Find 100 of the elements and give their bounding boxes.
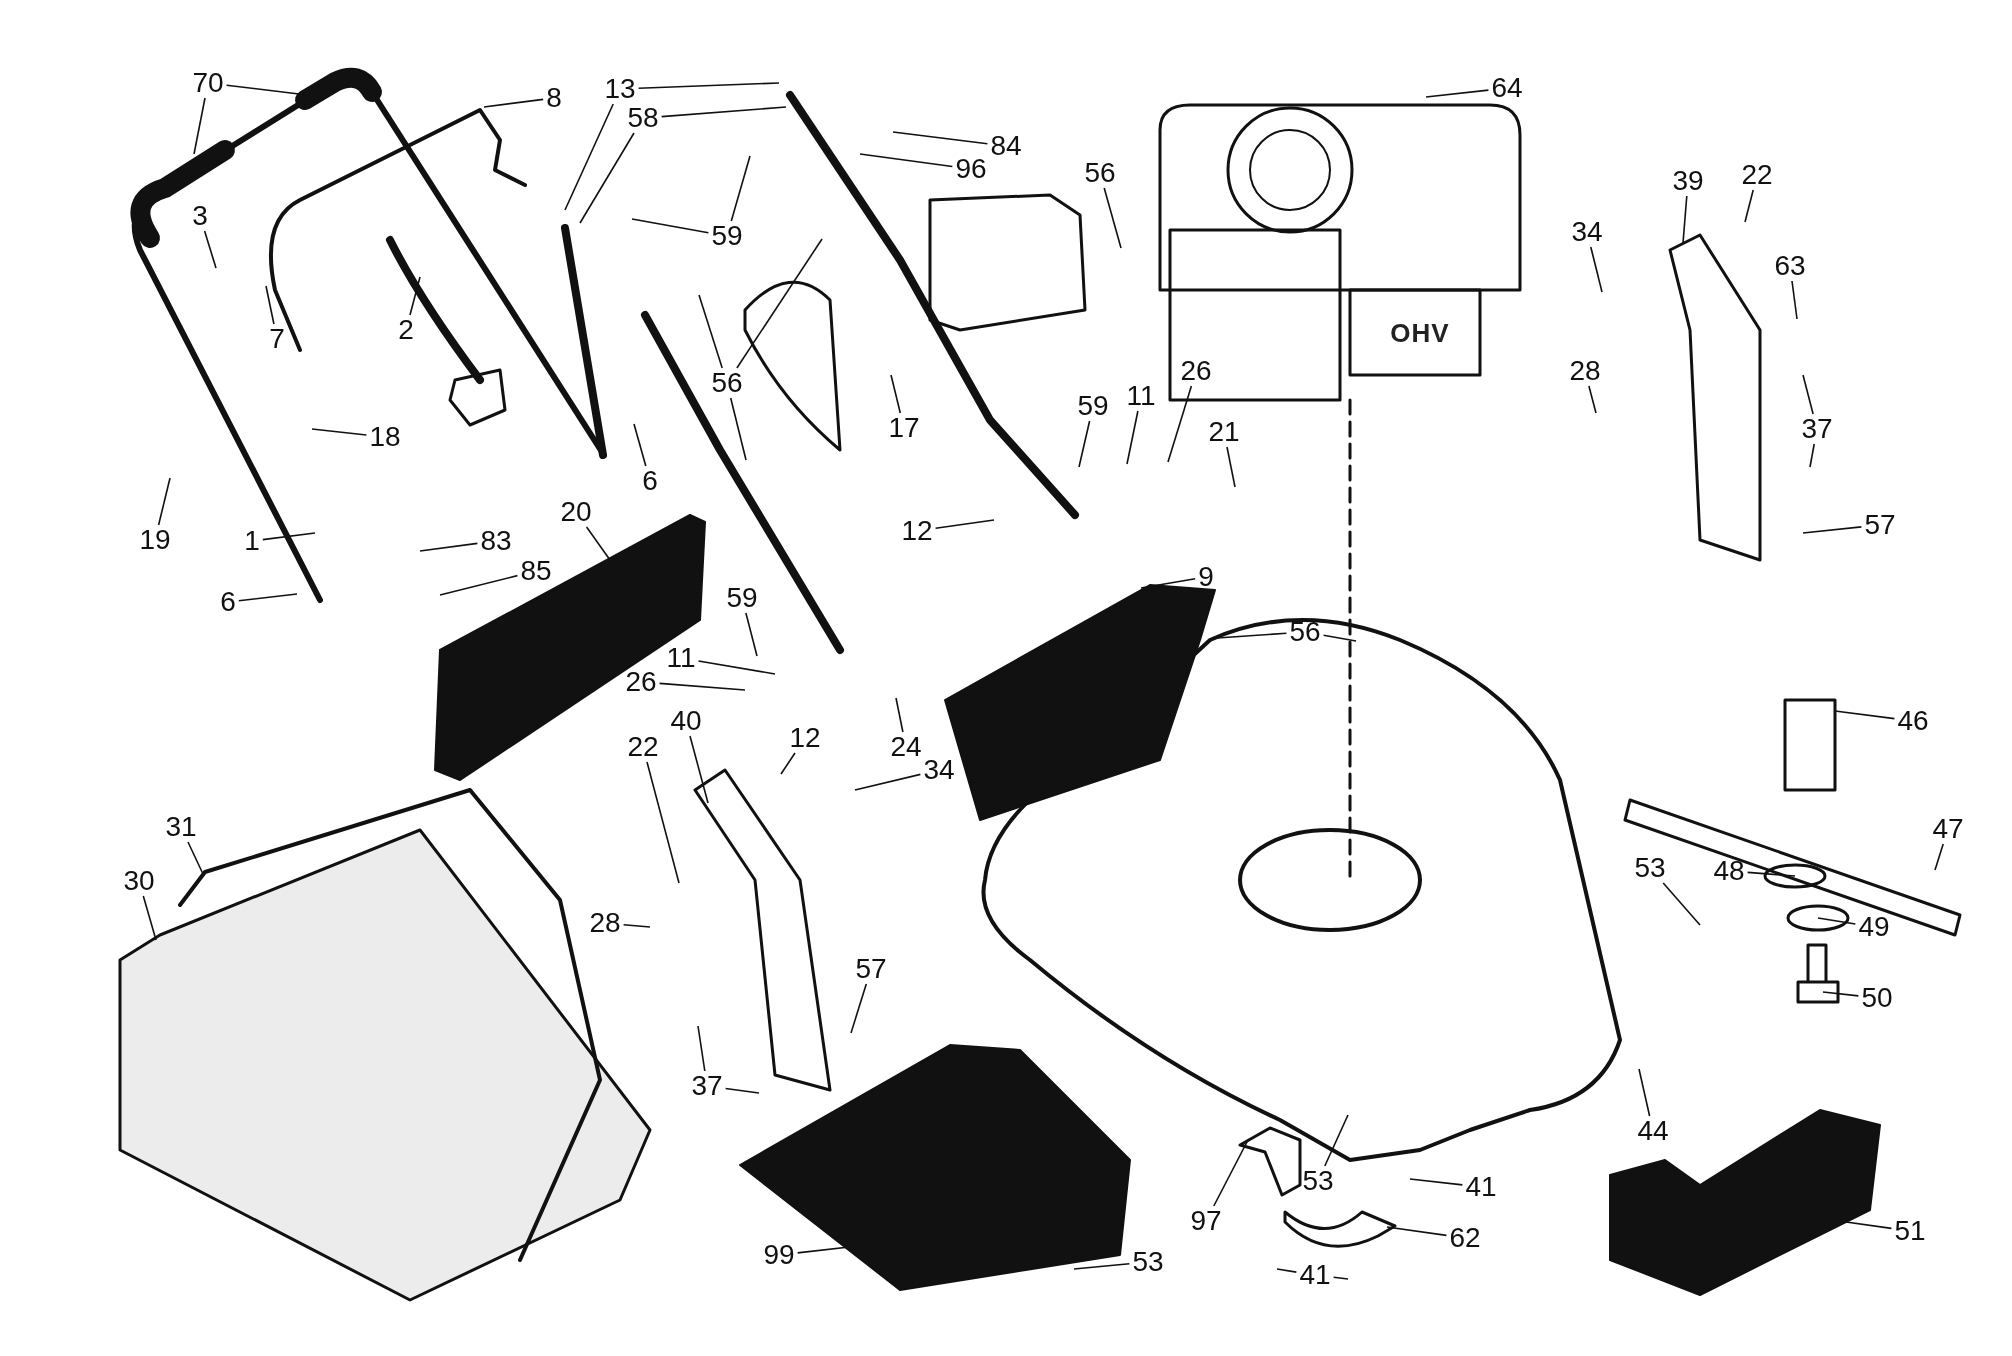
leader-line (1078, 420, 1091, 468)
leader-line (483, 98, 544, 108)
callout-number: 11 (666, 644, 696, 672)
callout-number: 96 (955, 155, 987, 183)
leader-line (1167, 385, 1193, 463)
callout-number: 19 (139, 526, 171, 554)
leader-line (1216, 632, 1288, 639)
leader-line (698, 294, 723, 369)
callout-number: 50 (1861, 984, 1893, 1012)
callout-number: 85 (520, 557, 552, 585)
callout-number: 57 (1864, 511, 1896, 539)
leader-line (1834, 710, 1896, 720)
leader-line (633, 423, 647, 467)
leader-line (1409, 1178, 1464, 1186)
callout-number: 26 (625, 668, 657, 696)
callout-number: 18 (369, 423, 401, 451)
callout-number: 8 (546, 84, 562, 112)
leader-line (934, 519, 995, 530)
leader-line (895, 697, 904, 733)
callout-number: 6 (642, 467, 658, 495)
leader-line (1590, 246, 1603, 293)
leader-line (745, 612, 758, 657)
leader-line (736, 238, 823, 369)
callout-number: 17 (888, 414, 920, 442)
leader-line (631, 218, 710, 234)
leader-line (187, 841, 204, 875)
leader-line (238, 593, 298, 602)
callout-number: 12 (789, 724, 821, 752)
callout-number: 21 (1208, 418, 1240, 446)
leader-line (225, 84, 300, 95)
leader-line (193, 97, 206, 155)
callout-number: 34 (1571, 218, 1603, 246)
leader-line (262, 532, 316, 541)
leader-line (1103, 187, 1122, 249)
leader-line (1817, 917, 1857, 925)
callout-number: 28 (589, 909, 621, 937)
leader-line (1662, 882, 1701, 926)
callout-number: 22 (1741, 161, 1773, 189)
leader-line (780, 752, 796, 775)
callout-number: 53 (1132, 1248, 1164, 1276)
callout-number: 53 (1302, 1167, 1334, 1195)
leader-line (265, 285, 275, 325)
callout-number: 57 (855, 955, 887, 983)
callout-number: 83 (480, 527, 512, 555)
callout-number: 26 (1180, 357, 1212, 385)
leader-line (730, 155, 751, 222)
callout-number: 28 (1569, 357, 1601, 385)
callout-number: 2 (398, 316, 414, 344)
callout-number: 41 (1465, 1173, 1497, 1201)
callout-number: 58 (627, 104, 659, 132)
leader-line (203, 230, 217, 269)
callout-number: 40 (670, 707, 702, 735)
leader-line (585, 526, 611, 561)
leader-line (1682, 195, 1688, 244)
leader-line (697, 660, 776, 675)
leader-line (1802, 374, 1814, 415)
leader-line (658, 682, 746, 691)
callout-number: 41 (1299, 1261, 1331, 1289)
callout-number: 20 (560, 498, 592, 526)
leader-line (622, 923, 651, 928)
leader-line (1588, 385, 1597, 414)
leader-line (1746, 871, 1796, 877)
engine-marking: OHV (1390, 317, 1450, 349)
leader-line (157, 477, 171, 526)
callout-number: 56 (711, 369, 743, 397)
leader-line (564, 103, 614, 211)
leader-line (1791, 280, 1798, 320)
callout-number: 34 (923, 756, 955, 784)
leader-line (1802, 526, 1863, 534)
leader-line (892, 131, 989, 145)
callout-number: 1 (244, 527, 260, 555)
leader-line (1386, 1226, 1448, 1237)
leader-line (729, 397, 747, 461)
callout-number: 56 (1084, 159, 1116, 187)
callout-number: 44 (1637, 1117, 1669, 1145)
callout-number: 84 (990, 132, 1022, 160)
callout-number: 37 (1801, 415, 1833, 443)
leader-line (1213, 1139, 1249, 1207)
callout-number: 39 (1672, 167, 1704, 195)
leader-line (697, 1025, 706, 1072)
leader-line (409, 276, 421, 316)
callout-number: 64 (1491, 74, 1523, 102)
callout-number: 62 (1449, 1224, 1481, 1252)
callout-number: 31 (165, 813, 197, 841)
callout-number: 13 (604, 75, 636, 103)
callout-number: 22 (627, 733, 659, 761)
callout-number: 59 (726, 584, 758, 612)
callout-number: 99 (763, 1241, 795, 1269)
leader-line (439, 574, 519, 596)
callout-number: 51 (1894, 1217, 1926, 1245)
leader-line (890, 374, 902, 414)
leader-line (1744, 189, 1754, 223)
callout-number: 70 (192, 69, 224, 97)
leader-line (859, 153, 954, 168)
leader-line (660, 106, 787, 118)
leader-line (1822, 991, 1860, 997)
callout-number: 46 (1897, 707, 1929, 735)
callout-number: 47 (1932, 815, 1964, 843)
callout-number: 12 (901, 517, 933, 545)
leader-line (142, 895, 157, 941)
